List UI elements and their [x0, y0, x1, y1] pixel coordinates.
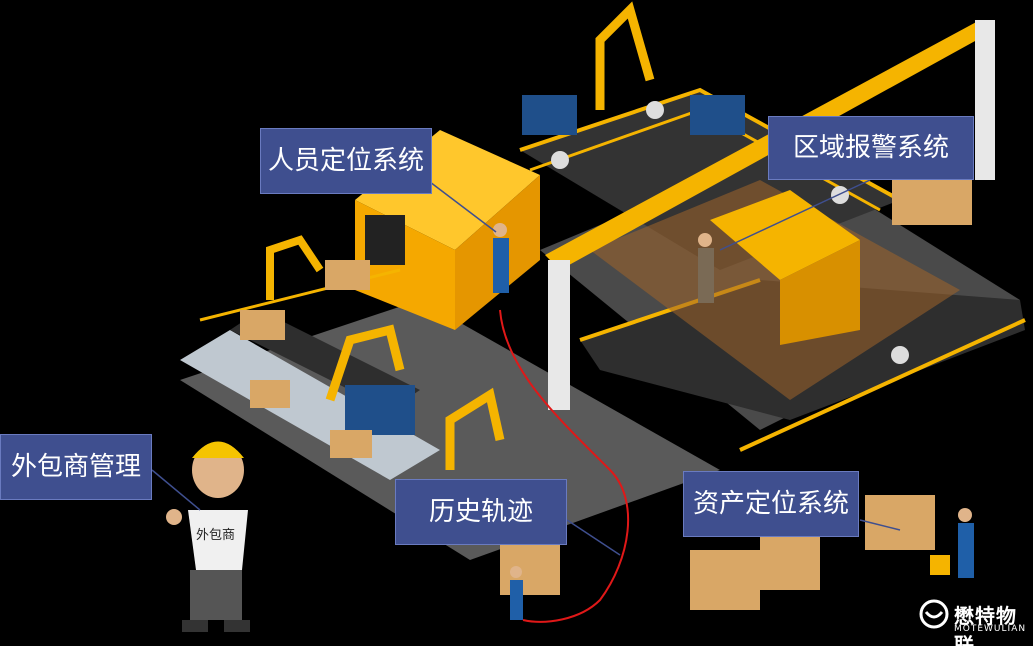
- box: [240, 310, 285, 340]
- robot-base-blue: [345, 385, 415, 435]
- hard-hat-icon: [192, 441, 244, 458]
- box-stack: [865, 495, 935, 550]
- box-stack: [500, 545, 560, 595]
- zone-alarm-label[interactable]: 区域报警系统: [768, 116, 974, 180]
- box: [250, 380, 290, 408]
- brand-logo-icon: [919, 599, 949, 629]
- brand-name: 懋特物联: [954, 604, 1017, 646]
- worker-zone: [698, 248, 714, 303]
- box-stack: [892, 180, 972, 225]
- asset-positioning-label[interactable]: 资产定位系统: [683, 471, 859, 537]
- shirt-text: 外包商: [196, 528, 236, 543]
- robot-arm-2: [325, 324, 405, 402]
- personnel-positioning-label[interactable]: 人员定位系统: [260, 128, 432, 194]
- worker-asset: [958, 523, 974, 578]
- history-track-label[interactable]: 历史轨迹: [395, 479, 567, 545]
- robot-arm-4: [595, 1, 655, 110]
- gantry-post-right: [975, 20, 995, 180]
- robot-arm-3: [445, 387, 505, 470]
- contractor-management-label[interactable]: 外包商管理: [0, 434, 152, 500]
- gantry-post-left: [548, 260, 570, 410]
- worker-personnel: [493, 238, 509, 293]
- history-track-line: [499, 309, 630, 623]
- box-stack: [760, 530, 820, 590]
- box: [330, 430, 372, 458]
- brand-name-en: MOTEWULIAN: [954, 624, 1027, 634]
- robot-arm-1: [266, 235, 324, 300]
- brand-logo: 懋特物联 MOTEWULIAN: [918, 598, 1033, 646]
- roller-conveyor: [180, 330, 440, 480]
- alarm-zone: [590, 180, 960, 400]
- box: [325, 260, 370, 290]
- machine-window: [365, 215, 405, 265]
- contractor-shirt: [188, 510, 248, 570]
- lathe: [710, 190, 860, 280]
- box-stack: [690, 550, 760, 610]
- worker-history: [510, 580, 523, 620]
